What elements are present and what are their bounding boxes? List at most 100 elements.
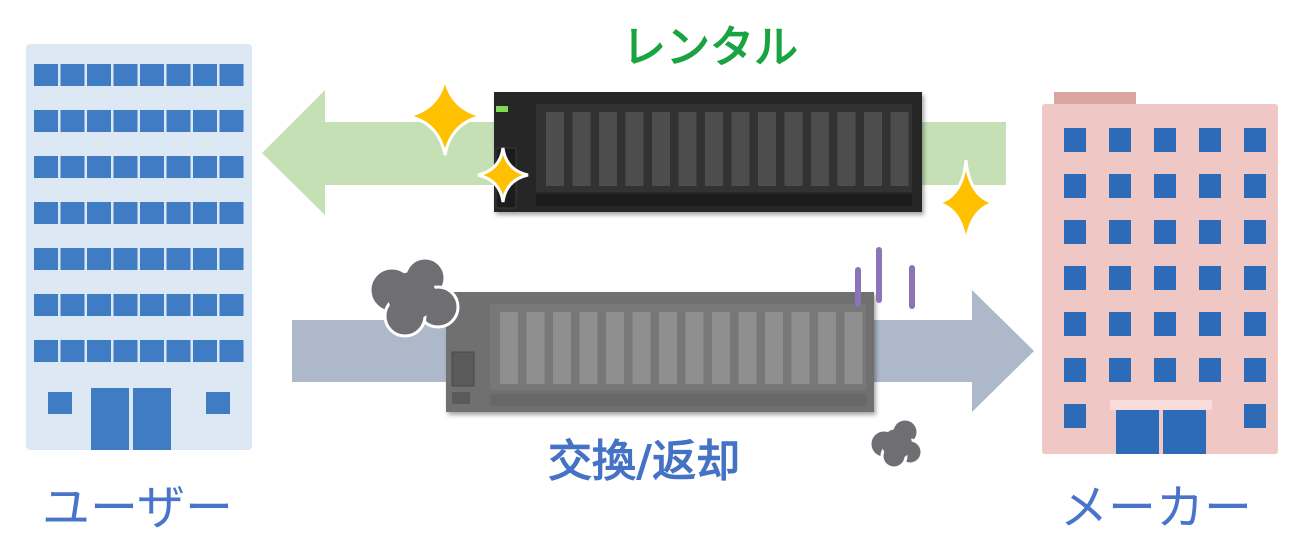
user-building-window bbox=[60, 294, 85, 316]
maker-building-window bbox=[1154, 174, 1176, 198]
user-building-window bbox=[166, 64, 191, 86]
user-building-window bbox=[34, 156, 58, 178]
maker-building-window bbox=[1064, 220, 1086, 244]
user-building-window bbox=[193, 248, 217, 270]
smoke-cloud-icon bbox=[868, 417, 924, 470]
maker-building-window bbox=[1064, 358, 1086, 382]
user-label: ユーザー bbox=[42, 480, 234, 536]
user-building-window bbox=[166, 202, 191, 224]
old-server-drive-slot bbox=[553, 312, 571, 384]
user-building-window bbox=[87, 156, 111, 178]
user-building-window bbox=[113, 248, 138, 270]
maker-label: メーカー bbox=[1060, 480, 1253, 536]
old-server-drive-slot bbox=[606, 312, 624, 384]
old-server-drive-slot bbox=[500, 312, 518, 384]
user-building-window bbox=[48, 392, 72, 414]
user-building-window bbox=[219, 156, 244, 178]
maker-building-window bbox=[1109, 266, 1131, 290]
maker-building-window bbox=[1244, 266, 1266, 290]
old-server-drive-slot bbox=[765, 312, 783, 384]
old-server-drive-slot bbox=[738, 312, 757, 384]
maker-building-window bbox=[1244, 220, 1266, 244]
maker-building-window bbox=[1244, 128, 1266, 152]
user-building-window bbox=[140, 202, 164, 224]
user-building-window bbox=[113, 156, 138, 178]
new-server-drive-slot bbox=[599, 112, 617, 186]
rental-label: レンタル bbox=[622, 22, 798, 73]
user-building-window bbox=[34, 202, 58, 224]
maker-building-window bbox=[1244, 404, 1266, 428]
user-building-window bbox=[113, 202, 138, 224]
stink-lines-icon bbox=[855, 247, 915, 309]
user-building-window bbox=[193, 64, 217, 86]
user-building-window bbox=[87, 64, 111, 86]
user-building-window bbox=[34, 340, 58, 362]
maker-building-windows bbox=[1064, 128, 1266, 428]
user-building-window bbox=[193, 110, 217, 132]
user-building-window bbox=[60, 340, 85, 362]
user-building-window bbox=[219, 110, 244, 132]
maker-building-window bbox=[1244, 174, 1266, 198]
user-building-window bbox=[34, 294, 58, 316]
old-server-drive-slot bbox=[579, 312, 598, 384]
user-building-window bbox=[193, 156, 217, 178]
user-building-window bbox=[219, 294, 244, 316]
new-server-drive-slot bbox=[572, 112, 591, 186]
user-building-window bbox=[87, 110, 111, 132]
user-building-window bbox=[193, 340, 217, 362]
maker-building-window bbox=[1064, 266, 1086, 290]
new-server-drive-slot bbox=[758, 112, 776, 186]
user-building-window bbox=[113, 110, 138, 132]
maker-building-window bbox=[1199, 128, 1221, 152]
sparkle-icon bbox=[477, 147, 529, 203]
user-building-window bbox=[206, 392, 230, 414]
maker-building-window bbox=[1064, 128, 1086, 152]
user-building-icon bbox=[26, 44, 252, 450]
user-building-window bbox=[113, 64, 138, 86]
new-server-drive-slot bbox=[784, 112, 803, 186]
sparkle-icon bbox=[932, 159, 1000, 247]
user-building-window bbox=[219, 248, 244, 270]
old-server-icon bbox=[446, 292, 874, 412]
maker-building-window bbox=[1199, 358, 1221, 382]
new-server-icon bbox=[494, 92, 922, 212]
user-building-window bbox=[60, 110, 85, 132]
user-building-window bbox=[34, 248, 58, 270]
user-building-window bbox=[60, 248, 85, 270]
maker-building-window bbox=[1154, 220, 1176, 244]
user-building-window bbox=[140, 248, 164, 270]
new-server-drive-slot bbox=[705, 112, 723, 186]
old-server-drive-slot bbox=[712, 312, 730, 384]
new-server-drive-slot bbox=[652, 112, 670, 186]
user-building-window bbox=[60, 202, 85, 224]
maker-building-window bbox=[1154, 358, 1176, 382]
user-building-window bbox=[87, 340, 111, 362]
maker-building-window bbox=[1109, 358, 1131, 382]
user-building-window bbox=[219, 64, 244, 86]
old-server-drive-slot bbox=[844, 312, 863, 384]
maker-building-window bbox=[1199, 220, 1221, 244]
user-building-window bbox=[219, 340, 244, 362]
maker-building-window bbox=[1199, 266, 1221, 290]
new-server-drive-slot bbox=[864, 112, 882, 186]
user-building-window bbox=[113, 294, 138, 316]
new-server-drive-slot bbox=[837, 112, 856, 186]
maker-building-window bbox=[1199, 312, 1221, 336]
user-building-window bbox=[219, 202, 244, 224]
user-building-window bbox=[34, 110, 58, 132]
old-server-drive-slot bbox=[632, 312, 651, 384]
user-building-window bbox=[166, 294, 191, 316]
old-server-drive-slot bbox=[659, 312, 677, 384]
user-building-window bbox=[166, 248, 191, 270]
old-server-drive-slot bbox=[791, 312, 810, 384]
user-building-window bbox=[60, 64, 85, 86]
user-building-window bbox=[140, 156, 164, 178]
maker-building-window bbox=[1109, 174, 1131, 198]
maker-building-window bbox=[1244, 358, 1266, 382]
sparkle-icon bbox=[407, 77, 483, 156]
maker-building-window bbox=[1064, 174, 1086, 198]
new-server-drive-slot bbox=[625, 112, 644, 186]
maker-building-window bbox=[1064, 312, 1086, 336]
new-server-drive-slot bbox=[731, 112, 750, 186]
